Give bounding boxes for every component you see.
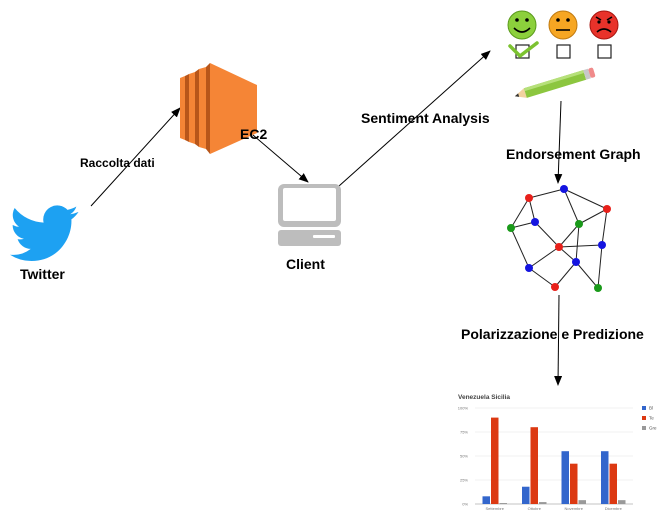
- chart-bar: [578, 500, 586, 504]
- arrow-twitter-to-ec2: [90, 107, 181, 207]
- twitter-label: Twitter: [20, 266, 65, 282]
- chart-bar: [618, 500, 626, 504]
- chart-ytick-label: 50%: [460, 454, 468, 459]
- pencil-icon: [514, 67, 596, 98]
- chart-bar: [491, 417, 499, 504]
- chart-bar: [482, 496, 490, 504]
- network-graph-icon: [507, 185, 611, 292]
- arrow-sentiment-to-graph: [554, 100, 563, 184]
- ec2-label: EC2: [240, 126, 268, 142]
- chart-ytick-label: 100%: [458, 406, 469, 411]
- chart-legend-label: Gre: [649, 426, 657, 431]
- twitter-bird-icon: [10, 205, 79, 261]
- chart-legend-label: Te: [649, 416, 654, 421]
- angry-face-icon: [589, 10, 619, 40]
- chart-bar: [561, 451, 569, 504]
- raccolta-dati-label: Raccolta dati: [80, 156, 155, 170]
- chart-bar: [601, 451, 609, 504]
- chart-bar: [539, 502, 547, 504]
- chart-bar: [609, 463, 617, 504]
- chart-xtick-label: Dicembre: [605, 506, 623, 511]
- arrow-client-to-sentiment: [338, 50, 491, 187]
- aws-ec2-icon: [180, 63, 257, 154]
- chart-legend-label: Bl: [649, 406, 653, 411]
- chart-legend-swatch: [642, 426, 646, 430]
- chart-legend-swatch: [642, 406, 646, 410]
- chart-xtick-label: Settembre: [486, 506, 505, 511]
- chart-ytick-label: 25%: [460, 478, 468, 483]
- happy-face-icon: [507, 10, 537, 40]
- laptop-icon: [278, 184, 341, 246]
- sentiment-analysis-label: Sentiment Analysis: [361, 110, 490, 126]
- bar-chart-icon: Venezuela Sicilia 100% 75% 50% 25% 0% Settem…: [458, 394, 657, 511]
- arrow-ec2-to-client: [252, 134, 309, 183]
- endorsement-graph-label: Endorsement Graph: [506, 146, 641, 162]
- chart-xtick-label: Novembre: [565, 506, 584, 511]
- chart-bar: [522, 486, 530, 504]
- chart-title: Venezuela Sicilia: [458, 394, 510, 401]
- chart-ytick-label: 0%: [462, 502, 468, 507]
- chart-bar: [499, 503, 507, 504]
- chart-bar: [570, 463, 578, 504]
- chart-xtick-label: Ottobre: [528, 506, 542, 511]
- chart-legend-swatch: [642, 416, 646, 420]
- client-label: Client: [286, 256, 325, 272]
- neutral-face-icon: [548, 10, 578, 40]
- chart-bar: [530, 427, 538, 504]
- chart-ytick-label: 75%: [460, 430, 468, 435]
- arrow-graph-to-chart: [554, 294, 563, 386]
- polarizzazione-label: Polarizzazione e Predizione: [461, 326, 644, 342]
- checkmark-icon: [508, 41, 539, 58]
